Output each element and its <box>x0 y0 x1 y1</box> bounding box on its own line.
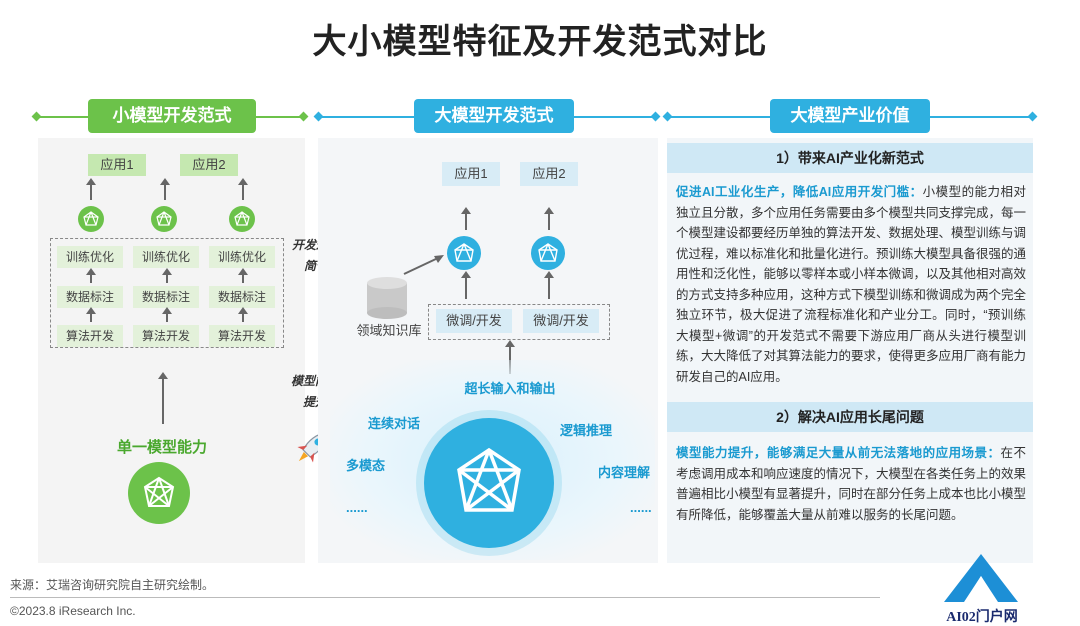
cap-continuous-dialogue: 连续对话 <box>368 416 421 431</box>
single-model-capability-label: 单一模型能力 <box>116 439 207 456</box>
watermark-text: AI02门户网 <box>946 610 1018 625</box>
mid-rule-start-marker <box>313 111 324 122</box>
step-data-label: 数据标注 <box>133 286 199 308</box>
mid-rule-end-marker <box>650 111 661 122</box>
right-rule-end-marker <box>1027 111 1038 122</box>
arrow-up-icon <box>461 207 471 230</box>
single-model-icon <box>128 462 190 524</box>
small-model-pipeline-box <box>50 238 284 348</box>
value-paragraph-2: 模型能力提升，能够满足大量从前无法落地的应用场景：在不考虑调用成本和响应速度的情… <box>676 443 1026 525</box>
small-model-node-icon <box>151 206 177 232</box>
copyright: ©2023.8 iResearch Inc. <box>10 604 136 618</box>
small-model-section-header: 小模型开发范式 <box>88 99 256 133</box>
cap-long-io: 超长输入和输出 <box>464 381 556 396</box>
small-app-2: 应用2 <box>180 154 238 176</box>
arrow-up-icon <box>158 372 168 424</box>
arrow-up-icon <box>162 268 172 283</box>
large-model-node-icon <box>531 236 565 270</box>
value-heading-1: 1）带来AI产业化新范式 <box>667 143 1033 173</box>
arrow-up-icon <box>544 207 554 230</box>
cap-content-understanding: 内容理解 <box>598 465 651 480</box>
step-train-optimize: 训练优化 <box>133 246 199 268</box>
page-title: 大小模型特征及开发范式对比 <box>312 23 768 61</box>
step-data-label: 数据标注 <box>209 286 275 308</box>
step-algorithm-dev: 算法开发 <box>133 325 199 347</box>
arrow-up-icon <box>86 178 96 200</box>
right-rule-start-marker <box>662 111 673 122</box>
large-app-1: 应用1 <box>442 162 500 186</box>
arrow-up-icon <box>86 268 96 283</box>
value-paragraph-1: 促进AI工业化生产，降低AI应用开发门槛：小模型的能力相对独立且分散，多个应用任… <box>676 182 1026 387</box>
value-heading-2: 2）解决AI应用长尾问题 <box>667 402 1033 432</box>
large-model-node-icon <box>447 236 481 270</box>
large-model-section-header: 大模型开发范式 <box>414 99 574 133</box>
industry-value-section-header: 大模型产业价值 <box>770 99 930 133</box>
footer-divider <box>10 597 880 598</box>
database-icon <box>364 276 410 320</box>
step-algorithm-dev: 算法开发 <box>57 325 123 347</box>
small-app-1: 应用1 <box>88 154 146 176</box>
large-model-core-icon <box>424 418 554 548</box>
arrow-up-icon <box>162 307 172 322</box>
left-rule-end-marker <box>298 111 309 122</box>
value-paragraph-2-body: 在不考虑调用成本和响应速度的情况下，大模型在各类任务上的效果普遍相比小模型有显著… <box>676 446 1027 522</box>
arrow-up-icon <box>461 271 471 299</box>
watermark-logo-icon <box>942 552 1020 604</box>
finetune-dev-1: 微调/开发 <box>436 309 512 333</box>
cap-ellipsis-right: ...... <box>630 500 652 515</box>
arrow-up-icon <box>238 178 248 200</box>
finetune-dev-2: 微调/开发 <box>523 309 599 333</box>
small-model-node-icon <box>229 206 255 232</box>
cap-logical-reasoning: 逻辑推理 <box>560 423 613 438</box>
arrow-up-icon <box>86 307 96 322</box>
value-paragraph-1-body: 小模型的能力相对独立且分散，多个应用任务需要由多个模型共同支撑完成，每一个模型建… <box>676 185 1027 384</box>
left-rule-start-marker <box>31 111 42 122</box>
step-train-optimize: 训练优化 <box>57 246 123 268</box>
cap-multimodal: 多模态 <box>346 458 386 473</box>
small-model-node-icon <box>78 206 104 232</box>
value-paragraph-1-emphasis: 促进AI工业化生产，降低AI应用开发门槛： <box>676 185 923 199</box>
source-note: 来源：艾瑞咨询研究院自主研究绘制。 <box>10 578 215 592</box>
arrow-up-icon <box>544 271 554 299</box>
step-algorithm-dev: 算法开发 <box>209 325 275 347</box>
finetune-box <box>428 304 610 340</box>
knowledge-base-label: 领域知识库 <box>356 323 422 338</box>
step-train-optimize: 训练优化 <box>209 246 275 268</box>
arrow-up-icon <box>160 178 170 200</box>
arrow-up-icon <box>238 307 248 322</box>
cap-ellipsis-left: ...... <box>346 500 368 515</box>
knowledge-base-arrow-icon <box>403 255 444 275</box>
arrow-up-icon <box>238 268 248 283</box>
large-app-2: 应用2 <box>520 162 578 186</box>
industry-value-panel <box>667 138 1033 563</box>
value-paragraph-2-emphasis: 模型能力提升，能够满足大量从前无法落地的应用场景： <box>676 446 1001 460</box>
step-data-label: 数据标注 <box>57 286 123 308</box>
